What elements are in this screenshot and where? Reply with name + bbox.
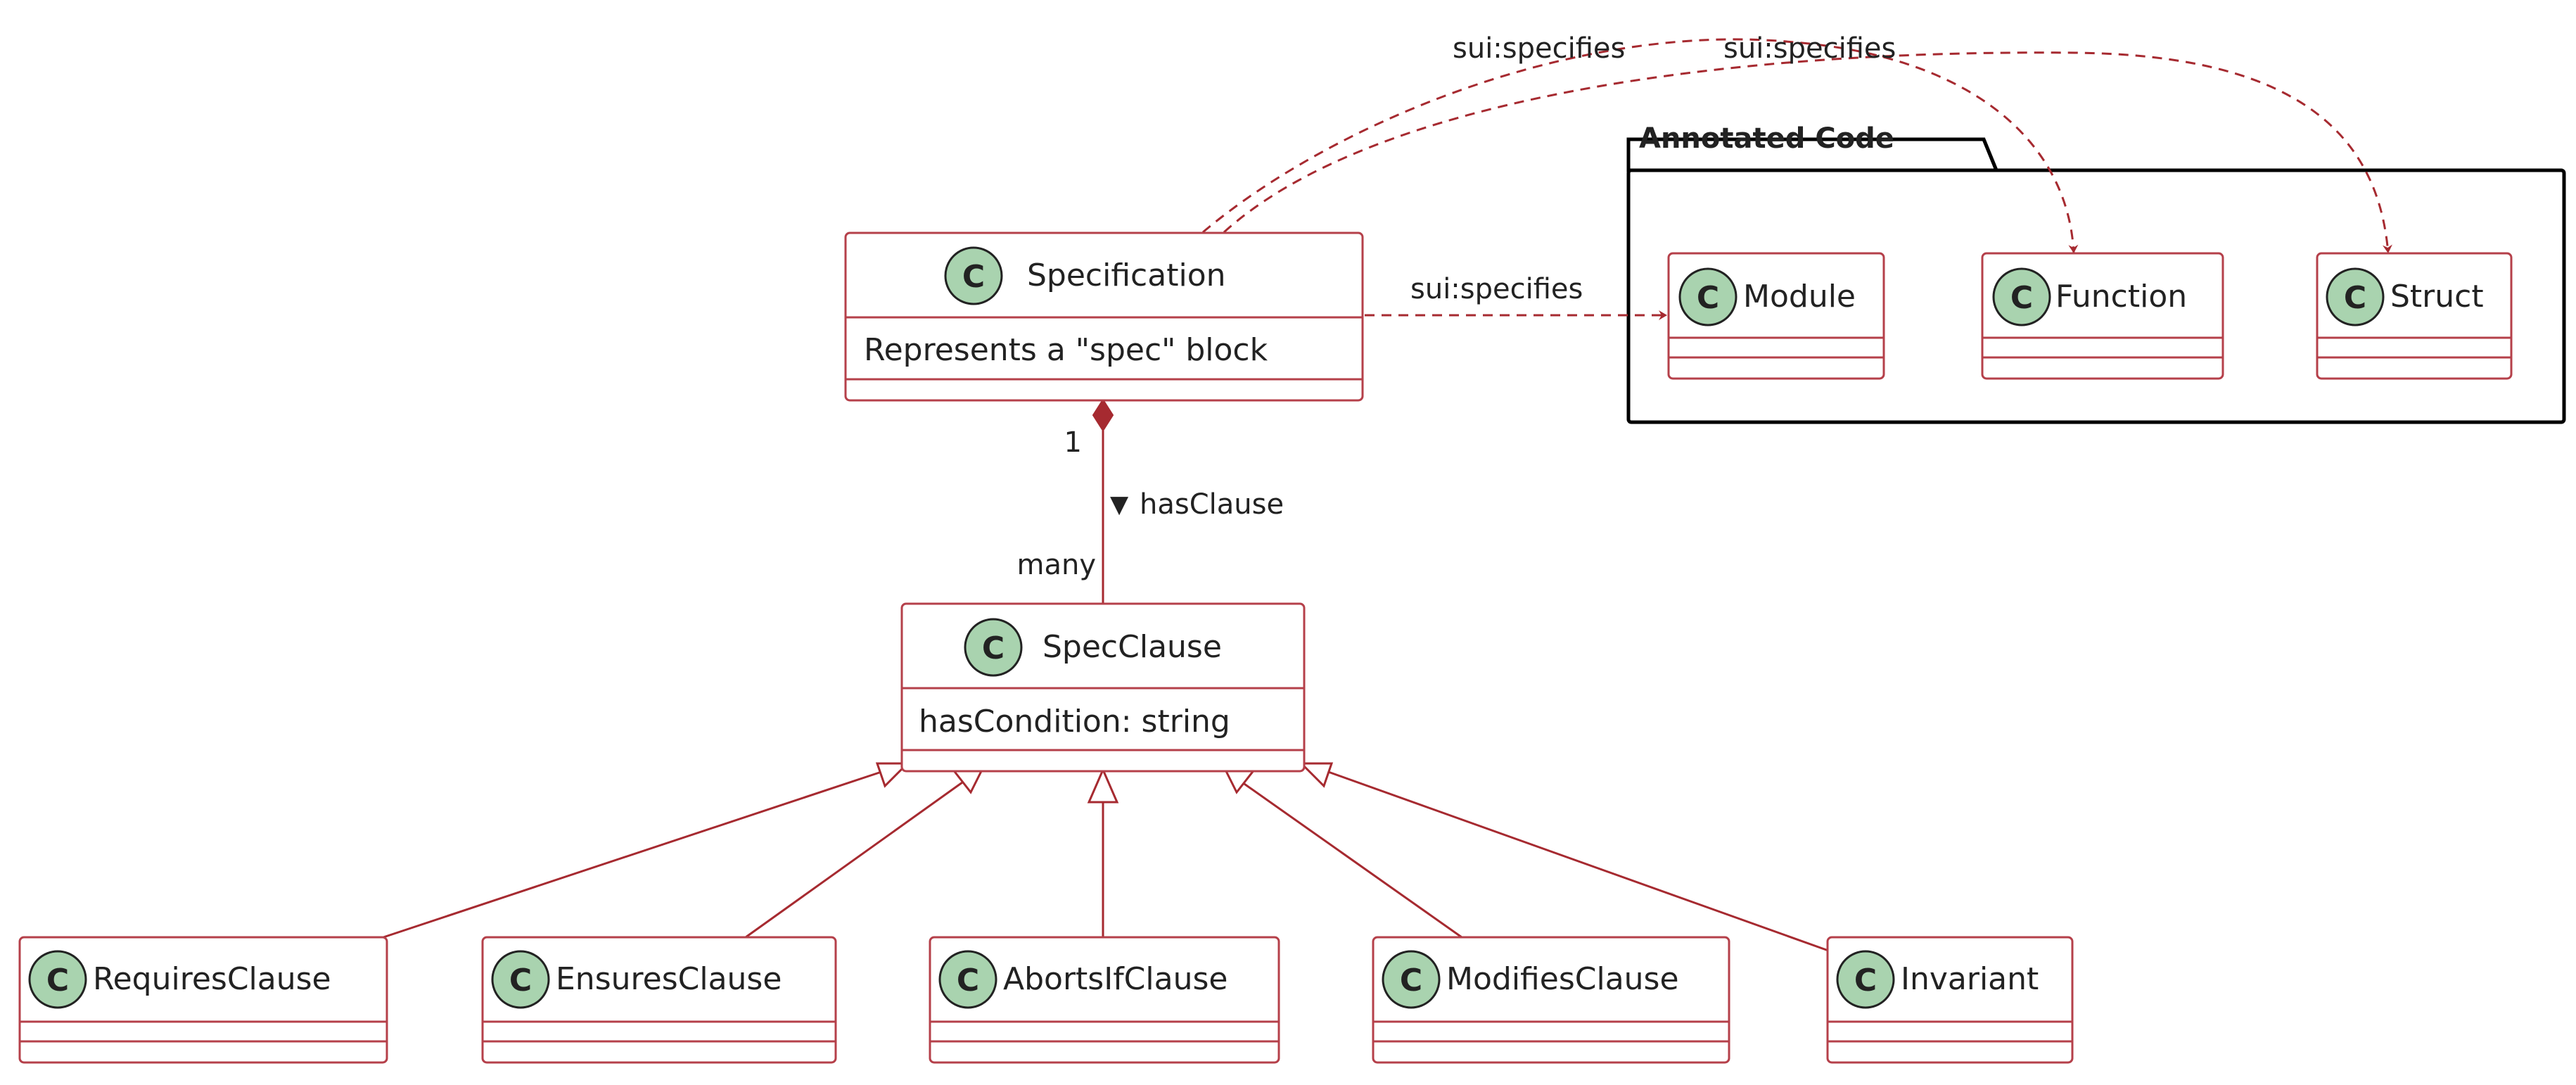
- composition-diamond: [1092, 398, 1114, 432]
- class-stereotype-circle: [964, 618, 1023, 677]
- edge-has-clause[interactable]: 1 many ▼ hasClause: [1017, 398, 1284, 604]
- edge-label-specifies-function: sui:specifies: [1453, 32, 1625, 65]
- generalization-invariant[interactable]: [1322, 768, 1831, 953]
- class-stereotype-letter: C: [509, 963, 532, 998]
- class-name: EnsuresClause: [556, 961, 782, 997]
- class-stereotype-letter: C: [2344, 280, 2366, 316]
- direction-glyph: ▼: [1110, 490, 1129, 519]
- class-struct[interactable]: C Struct: [2316, 252, 2513, 380]
- class-stereotype-letter: C: [982, 630, 1005, 666]
- triangle-abortsif: [1087, 767, 1119, 804]
- class-stereotype-letter: C: [1400, 963, 1422, 998]
- edge-specifies-module[interactable]: sui:specifies: [1365, 273, 1667, 320]
- class-name: SpecClause: [1042, 629, 1222, 665]
- class-stereotype-circle: [28, 950, 87, 1009]
- class-stereotype-circle: [938, 950, 997, 1009]
- triangle-invariant: [1299, 762, 1334, 788]
- triangle-requires: [875, 762, 910, 788]
- class-attribute: Represents a "spec" block: [864, 332, 1268, 368]
- edge-label-has-clause: hasClause: [1140, 488, 1284, 521]
- class-stereotype-letter: C: [1697, 280, 1719, 316]
- class-name: RequiresClause: [93, 961, 331, 997]
- generalization-requires[interactable]: [383, 768, 888, 939]
- edge-label-specifies-struct: sui:specifies: [1723, 32, 1896, 65]
- class-name: AbortsIfClause: [1003, 961, 1228, 997]
- generalization-modifies[interactable]: [1242, 781, 1462, 939]
- generalization-ensures[interactable]: [745, 781, 963, 939]
- class-name: Specification: [1027, 258, 1226, 293]
- edge-label-specifies-module: sui:specifies: [1410, 273, 1583, 305]
- class-specification[interactable]: C Specification Represents a "spec" bloc…: [844, 231, 1364, 402]
- package-title: Annotated Code: [1639, 122, 1894, 155]
- multiplicity-source: 1: [1064, 426, 1082, 459]
- class-ensures-clause[interactable]: C EnsuresClause: [481, 936, 837, 1064]
- class-module[interactable]: C Module: [1667, 252, 1885, 380]
- class-stereotype-circle: [1992, 267, 2051, 326]
- class-name: Invariant: [1901, 961, 2039, 997]
- class-stereotype-circle: [1678, 267, 1737, 326]
- class-name: Module: [1743, 279, 1856, 315]
- class-stereotype-circle: [491, 950, 550, 1009]
- class-stereotype-letter: C: [46, 963, 69, 998]
- class-stereotype-circle: [1382, 950, 1441, 1009]
- class-stereotype-letter: C: [962, 259, 985, 295]
- class-stereotype-letter: C: [2010, 280, 2033, 316]
- edges-generalization: [383, 768, 1831, 953]
- class-stereotype-circle: [1836, 950, 1895, 1009]
- edge-specifies-function[interactable]: sui:specifies: [1202, 32, 2079, 254]
- class-specclause[interactable]: C SpecClause hasCondition: string: [900, 602, 1306, 773]
- edge-specifies-struct[interactable]: sui:specifies: [1223, 32, 2392, 254]
- class-abortsif-clause[interactable]: C AbortsIfClause: [929, 936, 1280, 1064]
- class-stereotype-circle: [944, 246, 1003, 305]
- class-name: ModifiesClause: [1446, 961, 1679, 997]
- class-name: Function: [2055, 279, 2187, 315]
- class-invariant[interactable]: C Invariant: [1826, 936, 2074, 1064]
- generalization-triangles: [875, 762, 1334, 804]
- class-requires-clause[interactable]: C RequiresClause: [18, 936, 388, 1064]
- class-stereotype-letter: C: [957, 963, 979, 998]
- class-stereotype-letter: C: [1854, 963, 1877, 998]
- class-attribute: hasCondition: string: [919, 704, 1230, 740]
- class-function[interactable]: C Function: [1981, 252, 2224, 380]
- multiplicity-target: many: [1017, 549, 1097, 581]
- class-stereotype-circle: [2326, 267, 2385, 326]
- class-name: Struct: [2390, 279, 2484, 315]
- class-modifies-clause[interactable]: C ModifiesClause: [1372, 936, 1730, 1064]
